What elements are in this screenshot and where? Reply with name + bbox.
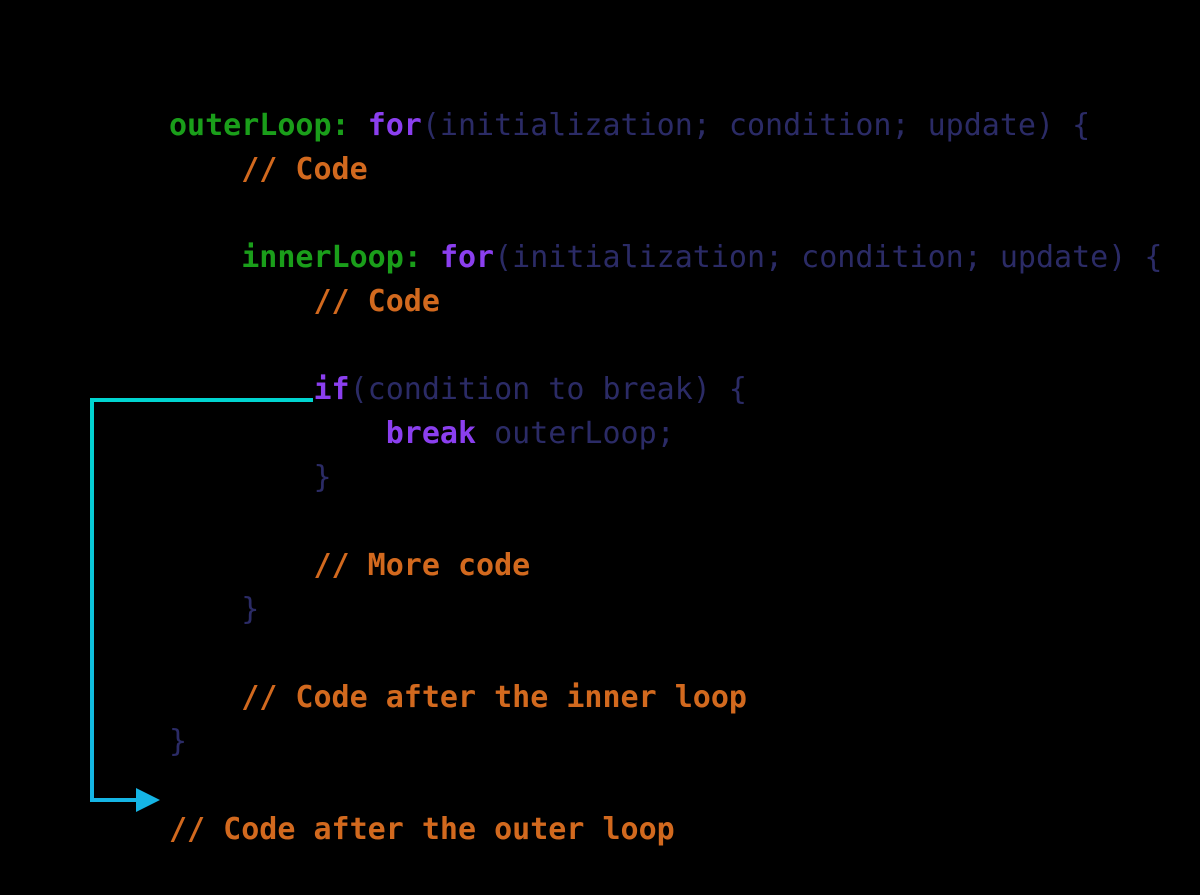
code-indent bbox=[169, 548, 314, 583]
code-indent bbox=[169, 152, 241, 187]
code-token: // Code bbox=[313, 284, 440, 319]
code-token bbox=[350, 108, 368, 143]
code-token: outerLoop; bbox=[476, 416, 675, 451]
code-token: // Code after the inner loop bbox=[241, 680, 747, 715]
code-token: (initialization; condition; update) { bbox=[494, 240, 1163, 275]
line-close-inner: } bbox=[169, 588, 1162, 632]
code-token: // Code bbox=[241, 152, 368, 187]
line-break: break outerLoop; bbox=[169, 412, 1162, 456]
code-indent bbox=[169, 372, 314, 407]
line-comment-after-outer: // Code after the outer loop bbox=[169, 808, 1162, 852]
code-indent bbox=[169, 460, 314, 495]
code-token: for bbox=[367, 108, 422, 143]
code-token: break bbox=[385, 416, 477, 451]
code-indent bbox=[169, 592, 241, 627]
arrowhead-icon bbox=[136, 788, 160, 812]
code-token: innerLoop: bbox=[241, 240, 422, 275]
code-token: // Code after the outer loop bbox=[169, 812, 675, 847]
line-blank-4 bbox=[169, 632, 1162, 676]
line-blank-3 bbox=[169, 500, 1162, 544]
line-comment-after-inner: // Code after the inner loop bbox=[169, 676, 1162, 720]
code-token: (condition to break) { bbox=[349, 372, 747, 407]
code-token bbox=[422, 240, 440, 275]
code-token: // More code bbox=[313, 548, 531, 583]
line-blank-2 bbox=[169, 324, 1162, 368]
code-token: (initialization; condition; update) { bbox=[421, 108, 1091, 143]
code-indent bbox=[169, 416, 386, 451]
line-inner-for: innerLoop: for(initialization; condition… bbox=[169, 236, 1162, 280]
line-outer-for: outerLoop: for(initialization; condition… bbox=[169, 104, 1162, 148]
code-indent bbox=[169, 680, 241, 715]
line-if: if(condition to break) { bbox=[169, 368, 1162, 412]
line-close-outer: } bbox=[169, 720, 1162, 764]
code-token: outerLoop: bbox=[169, 108, 350, 143]
code-token: } bbox=[313, 460, 332, 495]
code-token: } bbox=[169, 724, 188, 759]
line-comment-code-2: // Code bbox=[169, 280, 1162, 324]
code-indent bbox=[169, 284, 314, 319]
code-token: } bbox=[241, 592, 260, 627]
line-comment-more-code: // More code bbox=[169, 544, 1162, 588]
line-blank-1 bbox=[169, 192, 1162, 236]
line-comment-code-1: // Code bbox=[169, 148, 1162, 192]
code-indent bbox=[169, 240, 241, 275]
code-token: for bbox=[439, 240, 495, 275]
code-token: if bbox=[313, 372, 350, 407]
code-listing: outerLoop: for(initialization; condition… bbox=[169, 104, 1162, 852]
line-close-if: } bbox=[169, 456, 1162, 500]
line-blank-5 bbox=[169, 764, 1162, 808]
